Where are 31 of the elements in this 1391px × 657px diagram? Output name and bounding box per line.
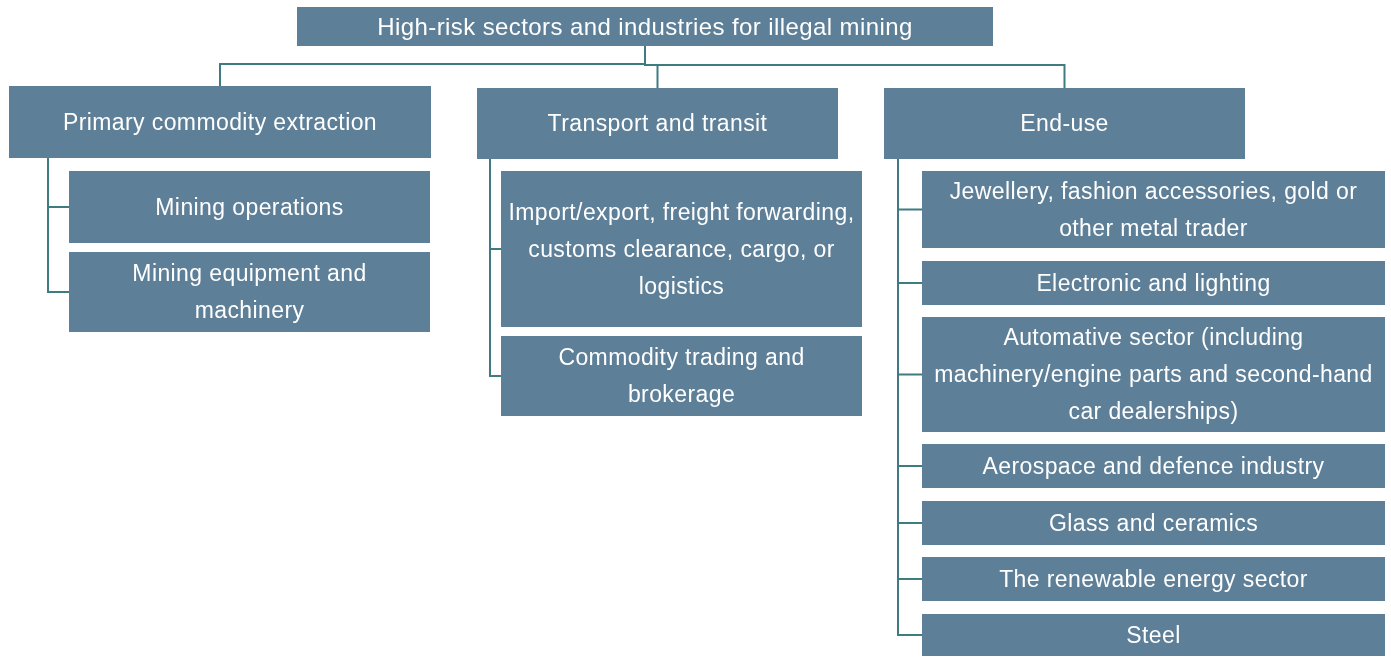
box-label: Mining operations bbox=[155, 192, 344, 222]
box-label: Mining equipment and machinery bbox=[131, 259, 368, 325]
box-label: Steel bbox=[1126, 620, 1181, 650]
category-box bbox=[922, 557, 1385, 601]
box-label: Commodity trading and brokerage bbox=[557, 343, 806, 409]
category-box bbox=[922, 171, 1385, 248]
box-label: Aerospace and defence industry bbox=[982, 451, 1325, 481]
box-label: Import/export, freight forwarding, customs clearance, cargo, or logistics bbox=[507, 197, 856, 301]
category-box bbox=[477, 88, 838, 159]
box-label: Automative sector (including machinery/engine parts and second-hand car dealerships) bbox=[933, 323, 1374, 426]
category-box bbox=[922, 261, 1385, 305]
category-box bbox=[884, 88, 1245, 159]
category-box bbox=[922, 501, 1385, 545]
box-label: Electronic and lighting bbox=[1036, 268, 1271, 298]
box-label: High-risk sectors and industries for illegal mining bbox=[377, 12, 913, 42]
category-box bbox=[69, 252, 430, 332]
title-box bbox=[297, 7, 993, 46]
category-box bbox=[501, 171, 862, 327]
box-label: Jewellery, fashion accessories, gold or other metal trader bbox=[948, 176, 1359, 243]
box-label: The renewable energy sector bbox=[999, 564, 1308, 594]
category-box bbox=[922, 444, 1385, 488]
connector-line bbox=[47, 157, 70, 293]
category-box bbox=[922, 614, 1385, 656]
connector-line bbox=[489, 158, 502, 377]
category-box bbox=[9, 86, 431, 158]
category-box bbox=[69, 171, 430, 243]
category-box bbox=[501, 336, 862, 416]
box-label: Transport and transit bbox=[547, 109, 768, 138]
box-label: End-use bbox=[1020, 109, 1109, 138]
box-label: Primary commodity extraction bbox=[62, 107, 378, 137]
box-label: Glass and ceramics bbox=[1048, 508, 1259, 538]
